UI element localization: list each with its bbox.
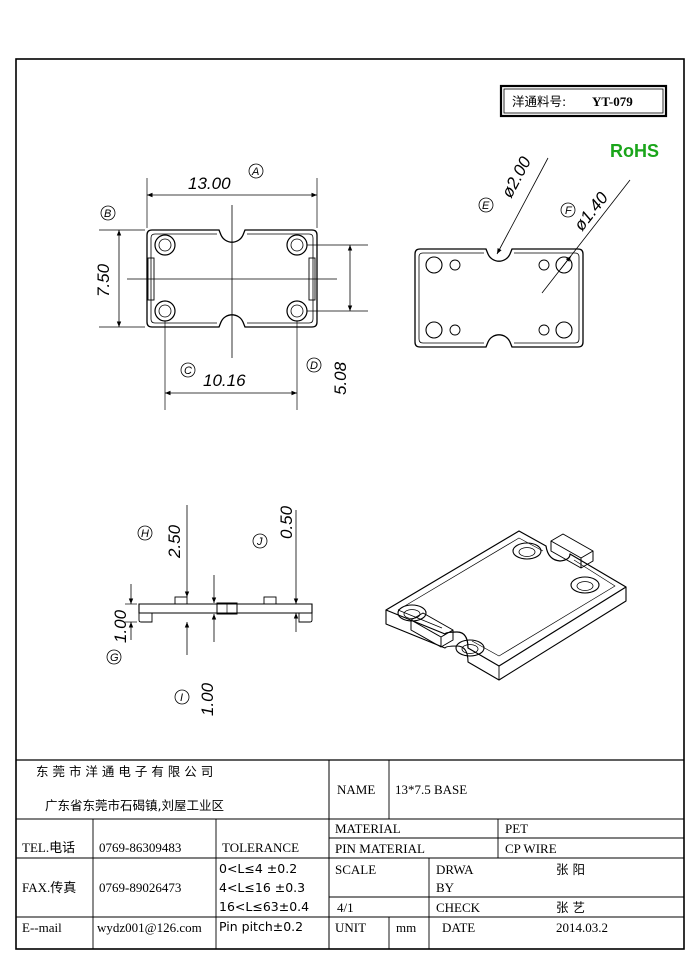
callout-c: C bbox=[180, 362, 196, 378]
date-value: 2014.03.2 bbox=[556, 920, 608, 935]
title-block-grid bbox=[16, 759, 684, 949]
top-view-outline bbox=[146, 229, 318, 328]
check-label: CHECK bbox=[436, 900, 481, 915]
top-view bbox=[99, 178, 368, 410]
part-number-value: YT-079 bbox=[592, 94, 633, 109]
pin-material-label: PIN MATERIAL bbox=[335, 841, 425, 856]
dim-j-value: 0.50 bbox=[277, 505, 296, 539]
name-label: NAME bbox=[337, 782, 375, 797]
callout-d: D bbox=[306, 357, 322, 373]
callout-j: J bbox=[252, 533, 268, 549]
title-block: 东 莞 市 洋 通 电 子 有 限 公 司 广东省东莞市石碣镇,刘屋工业区 TE… bbox=[22, 764, 608, 935]
dim-b-value: 7.50 bbox=[94, 263, 113, 297]
email-label: E--mail bbox=[22, 920, 62, 935]
rohs-label: RoHS bbox=[610, 141, 659, 161]
unit-label: UNIT bbox=[335, 920, 366, 935]
tolerance-row-4: Pin pitch±0.2 bbox=[219, 919, 303, 934]
email-value: wydz001@126.com bbox=[97, 920, 202, 935]
callout-e: E bbox=[478, 197, 494, 213]
callout-b: B bbox=[100, 205, 116, 221]
svg-text:B: B bbox=[104, 208, 111, 220]
sheet-border bbox=[15, 58, 685, 950]
callout-h: H bbox=[137, 525, 153, 541]
dim-a-value: 13.00 bbox=[188, 174, 231, 193]
svg-text:C: C bbox=[184, 365, 192, 377]
side-view bbox=[125, 505, 313, 655]
dim-e-value: ø2.00 bbox=[498, 153, 535, 201]
drawn-label-2: BY bbox=[436, 880, 455, 895]
fax-value: 0769-89026473 bbox=[99, 880, 181, 895]
scale-label: SCALE bbox=[335, 862, 376, 877]
date-label: DATE bbox=[442, 920, 475, 935]
unit-value: mm bbox=[396, 920, 416, 935]
pin-material-value: CP WIRE bbox=[505, 841, 557, 856]
material-label: MATERIAL bbox=[335, 821, 401, 836]
svg-text:F: F bbox=[565, 205, 573, 217]
svg-text:H: H bbox=[141, 528, 149, 540]
part-number-label: 洋通料号: bbox=[512, 94, 566, 109]
tolerance-label: TOLERANCE bbox=[222, 840, 299, 855]
material-value: PET bbox=[505, 821, 528, 836]
name-value: 13*7.5 BASE bbox=[395, 782, 467, 797]
bottom-view-outline bbox=[414, 248, 584, 348]
tolerance-row-3: 16<L≤63±0.4 bbox=[219, 899, 309, 914]
dim-c-value: 10.16 bbox=[203, 371, 246, 390]
tel-value: 0769-86309483 bbox=[99, 840, 181, 855]
svg-text:A: A bbox=[251, 166, 259, 178]
callout-a: A bbox=[248, 163, 264, 179]
tolerance-row-1: 0<L≤4 ±0.2 bbox=[219, 861, 297, 876]
scale-value: 4/1 bbox=[337, 900, 354, 915]
dim-d-value: 5.08 bbox=[331, 361, 350, 395]
svg-text:I: I bbox=[180, 692, 183, 704]
dim-i-value: 1.00 bbox=[198, 682, 217, 716]
svg-text:E: E bbox=[482, 200, 490, 212]
company-address: 广东省东莞市石碣镇,刘屋工业区 bbox=[45, 798, 224, 813]
part-number-box: 洋通料号: YT-079 bbox=[499, 84, 668, 118]
drawn-label-1: DRWA bbox=[436, 862, 474, 877]
tel-label: TEL.电话 bbox=[22, 840, 75, 855]
tolerance-row-2: 4<L≤16 ±0.3 bbox=[219, 880, 305, 895]
callout-g: G bbox=[106, 649, 122, 665]
drawn-value: 张 阳 bbox=[556, 862, 585, 877]
svg-text:G: G bbox=[110, 652, 119, 664]
company-name: 东 莞 市 洋 通 电 子 有 限 公 司 bbox=[36, 764, 213, 779]
callout-i: I bbox=[174, 689, 190, 705]
dim-g-value: 1.00 bbox=[111, 609, 130, 643]
iso-top-face bbox=[385, 530, 627, 667]
fax-label: FAX.传真 bbox=[22, 880, 76, 895]
isometric-view bbox=[385, 530, 627, 681]
callout-f: F bbox=[560, 202, 576, 218]
svg-text:J: J bbox=[256, 536, 263, 548]
bottom-view bbox=[414, 157, 631, 348]
svg-text:D: D bbox=[310, 360, 318, 372]
dim-h-value: 2.50 bbox=[165, 524, 184, 559]
check-value: 张 艺 bbox=[556, 900, 585, 915]
